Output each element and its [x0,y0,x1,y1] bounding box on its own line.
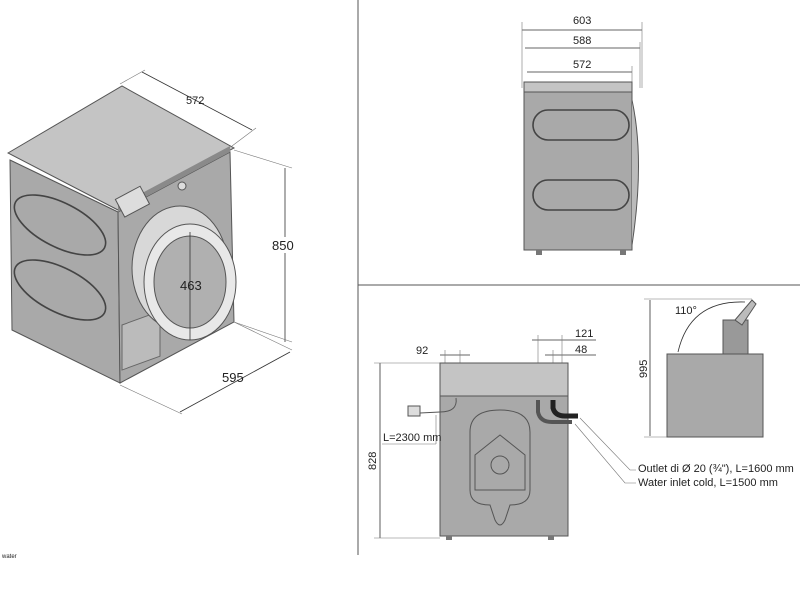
cable-length: L=2300 mm [383,432,441,444]
door-diameter-label: 463 [180,278,202,293]
top-face [6,85,236,211]
footer-fragment: water [1,554,17,560]
power-plug-icon [407,405,421,417]
outlet-hose [550,400,578,419]
height-label: 850 [272,238,294,253]
isometric-view: 463 572 850 595 [6,69,301,415]
lid-open-view: 995 110° [638,298,764,438]
height-828: 828 [367,452,379,470]
side-dim-603: 603 [573,15,591,27]
dim-121: 121 [575,328,593,340]
height-995: 995 [638,360,650,378]
lid-angle: 110° [675,305,697,317]
dim-92: 92 [416,345,428,357]
back-view: 92 121 48 828 L=2300 mm Outlet di Ø 20 (… [367,328,794,540]
width-label: 595 [222,370,244,385]
side-view: 603 588 572 [521,15,643,255]
depth-label: 572 [186,95,204,107]
inlet-label: Water inlet cold, L=1500 mm [638,477,778,489]
dim-48: 48 [575,344,587,356]
outlet-label: Outlet di Ø 20 (¾"), L=1600 mm [638,463,794,475]
side-dim-588: 588 [573,35,591,47]
side-dim-572: 572 [573,59,591,71]
